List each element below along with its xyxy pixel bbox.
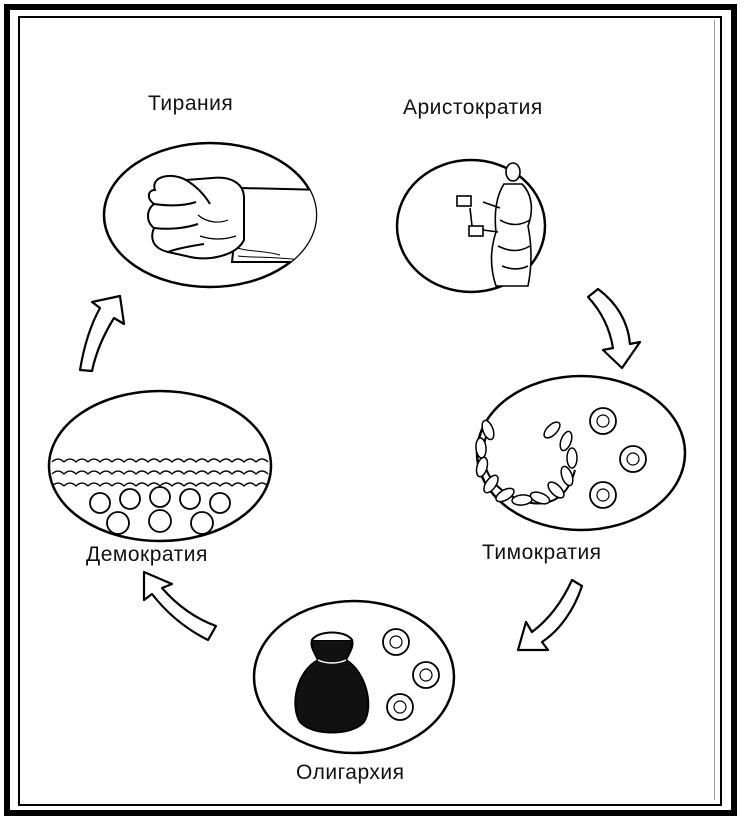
stage-label-democracy: Демократия xyxy=(86,543,208,566)
arrow-aristocracy-to-timocracy xyxy=(586,287,642,370)
page-edge-line xyxy=(714,20,715,800)
oligarchy-node xyxy=(252,599,456,755)
stage-label-aristocracy: Аристократия xyxy=(403,96,543,119)
philosopher-figure-icon xyxy=(456,162,533,287)
arrow-democracy-to-tyranny xyxy=(78,294,126,373)
aristocracy-node xyxy=(395,158,547,294)
coin-icon xyxy=(382,628,440,721)
money-bag-icon xyxy=(294,631,370,734)
tyranny-node xyxy=(102,141,318,289)
fist-icon xyxy=(147,174,316,263)
stage-label-tyranny: Тирания xyxy=(148,92,234,115)
democracy-node xyxy=(47,389,273,543)
stage-label-oligarchy: Олигархия xyxy=(296,761,405,784)
crowd-icon xyxy=(51,458,269,535)
timocracy-node xyxy=(475,374,687,532)
stage-label-timocracy: Тимократия xyxy=(482,541,602,564)
arrow-oligarchy-to-democracy xyxy=(142,570,218,642)
laurel-wreath-icon xyxy=(475,419,578,506)
coin-icon xyxy=(589,407,647,509)
arrow-timocracy-to-oligarchy xyxy=(516,578,584,652)
